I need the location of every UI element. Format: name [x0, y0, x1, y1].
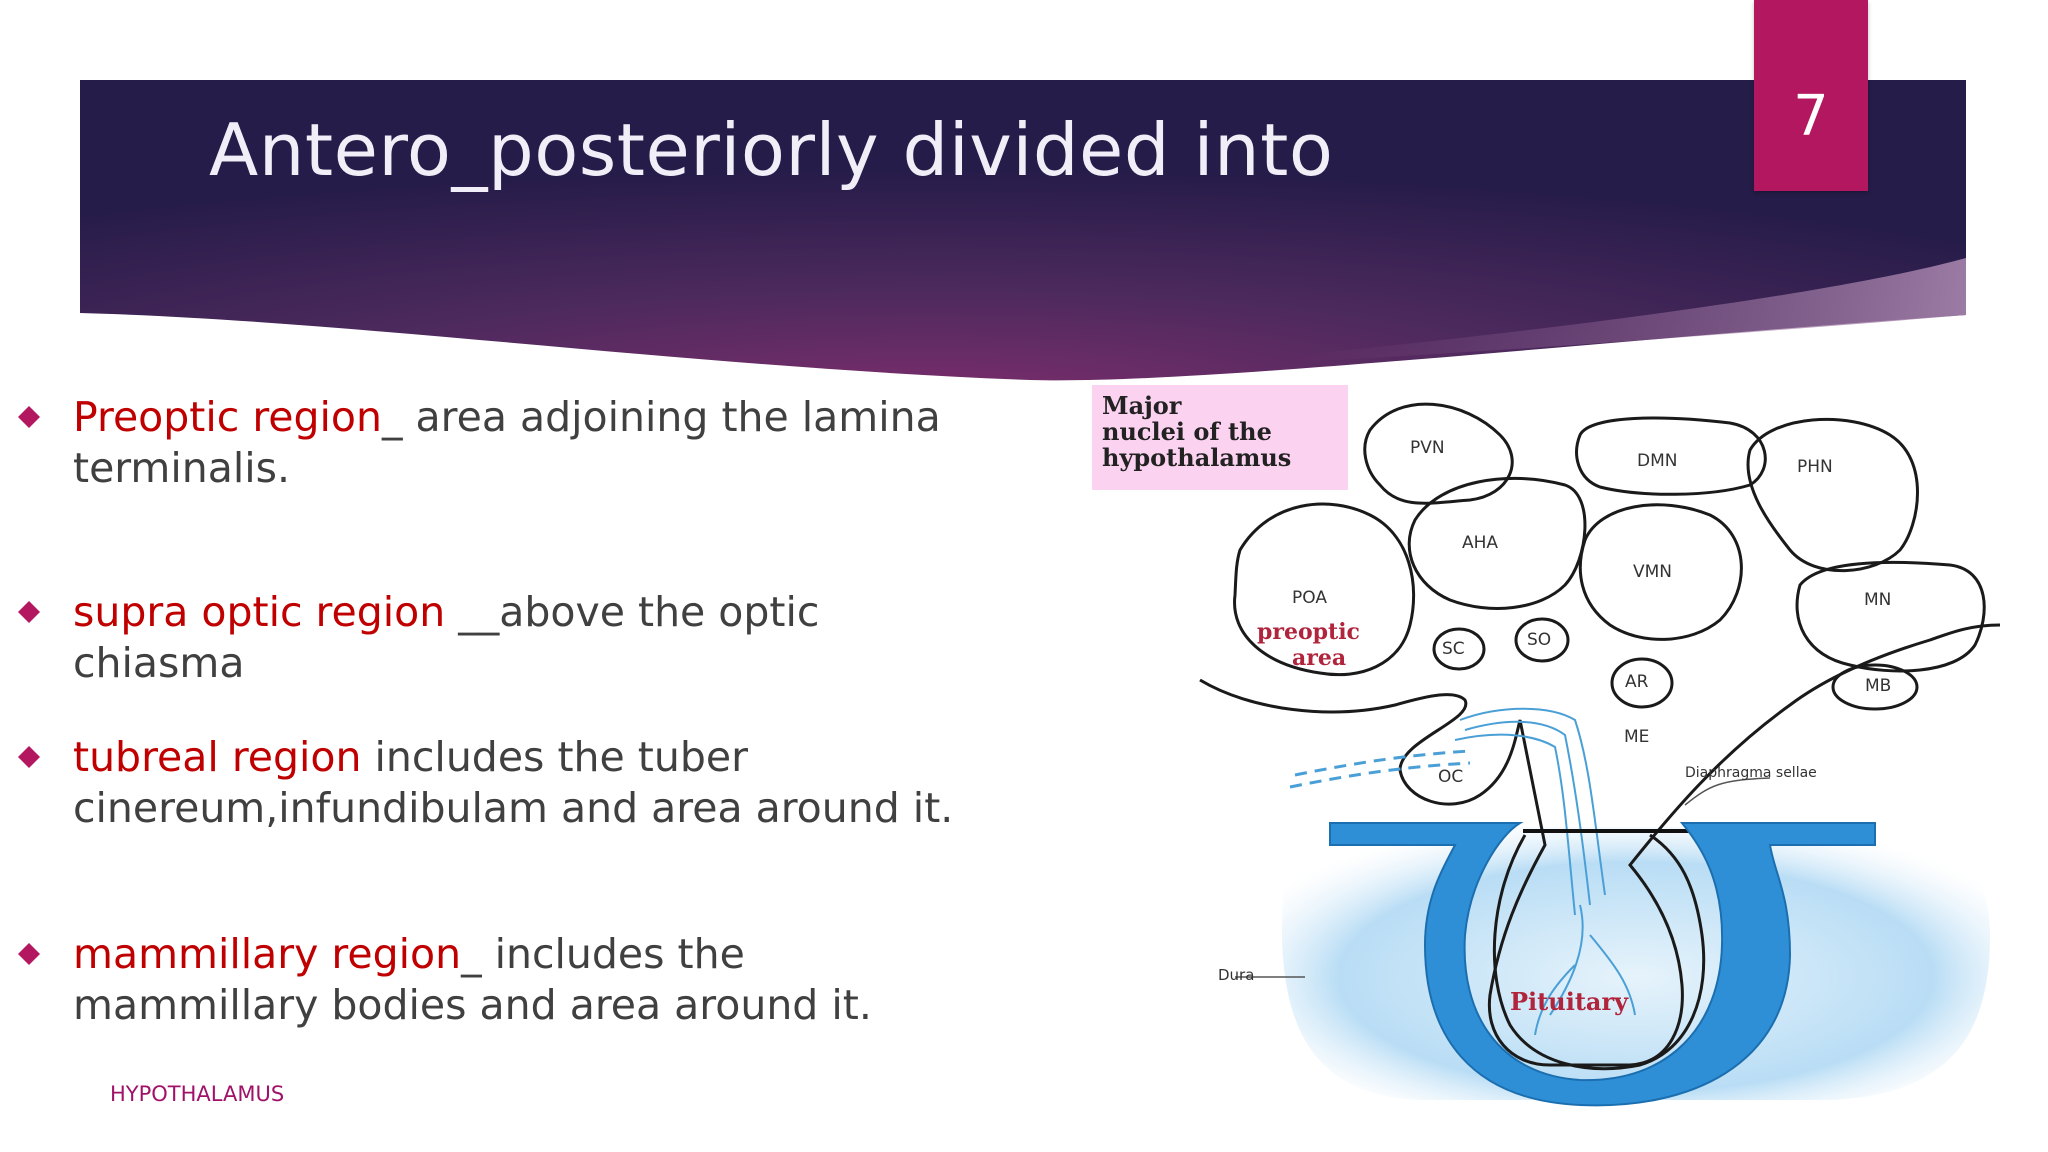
nucleus-phn-outline: [1746, 417, 1919, 573]
nucleus-so-outline: [1514, 617, 1570, 663]
label-diaphragma-sellae: Diaphragma sellae: [1685, 765, 1817, 781]
nucleus-ar-outline: [1610, 657, 1674, 709]
fluid-region: [1281, 826, 1990, 1100]
label-so: SO: [1527, 630, 1552, 650]
caption-line: nuclei of the: [1102, 417, 1272, 446]
nucleus-pvn-outline: [1363, 402, 1514, 505]
bullet-term: Preoptic region: [73, 393, 383, 441]
optic-chiasm-line: [1289, 761, 1471, 789]
label-oc: OC: [1438, 767, 1464, 787]
hypothalamus-floor-outline: [1199, 623, 2001, 1067]
diagram-drawing: [1199, 402, 2001, 1107]
bullet-text: mammillary region_ includes the mammilla…: [73, 929, 973, 1031]
label-area: area: [1292, 645, 1347, 671]
label-pituitary: Pituitary: [1510, 987, 1629, 1016]
bullet-text: Preoptic region_ area adjoining the lami…: [73, 392, 973, 494]
label-me: ME: [1624, 727, 1650, 747]
slide-footer: HYPOTHALAMUS: [110, 1082, 285, 1106]
slide-title: Antero_posteriorly divided into: [209, 108, 1334, 192]
diaphragma-callout-line: [1684, 777, 1771, 806]
page-number: 7: [1793, 84, 1829, 149]
optic-chiasm-line-2: [1294, 749, 1471, 777]
label-dura: Dura: [1218, 966, 1255, 984]
label-vmn: VMN: [1633, 562, 1673, 582]
diamond-bullet-icon: [18, 601, 40, 623]
caption-line: hypothalamus: [1102, 443, 1292, 472]
label-pvn: PVN: [1410, 438, 1445, 458]
bullet-term: tubreal region: [73, 733, 362, 781]
label-aha: AHA: [1462, 533, 1499, 553]
hypothalamus-nuclei-diagram: Major nuclei of the hypothalamus PVN DMN…: [1070, 375, 2048, 1110]
diamond-bullet-icon: [18, 406, 40, 428]
label-sc: SC: [1442, 639, 1465, 659]
header-banner: [80, 80, 1966, 381]
bullet-description: _ includes the mammillary bodies and are…: [73, 930, 872, 1029]
nucleus-sc-outline: [1432, 627, 1486, 671]
bullet-description: __above the optic chiasma: [73, 588, 820, 687]
label-mb: MB: [1865, 676, 1892, 696]
bullet-text: tubreal region includes the tuber cinere…: [73, 732, 973, 834]
label-phn: PHN: [1797, 457, 1833, 477]
nucleus-aha-outline: [1407, 476, 1587, 610]
label-poa: POA: [1292, 588, 1327, 608]
diagram-caption: Major nuclei of the hypothalamus: [1092, 385, 1348, 490]
pituitary-outline: [1492, 833, 1706, 1071]
nucleus-poa-outline: [1233, 502, 1416, 677]
bullet-description: includes the tuber cinereum,infundibulam…: [73, 733, 954, 832]
label-dmn: DMN: [1637, 451, 1678, 471]
dura-sella: [1329, 822, 1876, 1107]
bullet-term: mammillary region: [73, 930, 462, 978]
diamond-bullet-icon: [18, 943, 40, 965]
bullet-text: supra optic region __above the optic chi…: [73, 587, 973, 689]
page-number-tab: 7: [1754, 0, 1868, 191]
label-ar: AR: [1625, 672, 1649, 692]
nucleus-mn-outline: [1795, 560, 1986, 673]
nucleus-vmn-outline: [1578, 503, 1743, 641]
nucleus-mb-outline: [1831, 663, 1919, 711]
label-preoptic: preoptic: [1257, 619, 1360, 645]
infundibulum-fibres: [1454, 707, 1636, 1036]
label-mn: MN: [1864, 590, 1892, 610]
caption-line: Major: [1102, 391, 1182, 420]
diamond-bullet-icon: [18, 746, 40, 768]
bullet-term: supra optic region: [73, 588, 446, 636]
bullet-description: _ area adjoining the lamina terminalis.: [73, 393, 941, 492]
